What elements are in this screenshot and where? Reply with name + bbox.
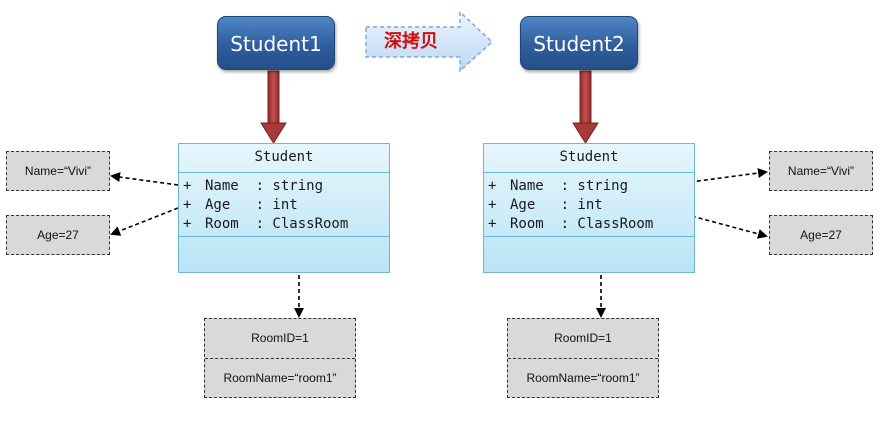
class-title: Student	[179, 144, 389, 173]
left-name-connector	[110, 172, 179, 186]
right-name-connector	[682, 168, 768, 184]
visibility-marker: +	[488, 197, 497, 213]
right-name-value: Name=“Vivi”	[769, 151, 873, 191]
attribute-text: Name : string	[205, 178, 324, 194]
visibility-marker: +	[488, 216, 497, 232]
attribute-row: + Room : ClassRoom	[488, 215, 694, 234]
attribute-row: + Age : int	[488, 196, 694, 215]
copy-arrow-shape	[365, 10, 494, 73]
right-age-value: Age=27	[769, 215, 873, 255]
left-age-connector	[110, 207, 179, 236]
attribute-text: Name : string	[510, 178, 629, 194]
room-name-value: RoomName=“room1”	[223, 371, 337, 385]
room-id-value: RoomID=1	[205, 319, 355, 359]
visibility-marker: +	[183, 197, 192, 213]
attribute-row: + Name : string	[488, 177, 694, 196]
attribute-text: Age : int	[510, 197, 603, 213]
student2-node: Student2	[520, 16, 638, 70]
attribute-row: + Room : ClassRoom	[183, 215, 389, 234]
attribute-row: + Age : int	[183, 196, 389, 215]
attribute-text: Room : ClassRoom	[205, 216, 349, 232]
room-name-value: RoomName=“room1”	[526, 371, 640, 385]
left-classroom-object: RoomID=1 RoomName=“room1”	[204, 318, 356, 398]
student1-node: Student1	[217, 16, 335, 70]
right-classroom-object: RoomID=1 RoomName=“room1”	[507, 318, 659, 398]
right-reference-arrow	[572, 70, 599, 144]
left-name-value: Name=“Vivi”	[6, 151, 110, 191]
deep-copy-label: 深拷贝	[384, 31, 438, 52]
visibility-marker: +	[183, 178, 192, 194]
attribute-row: + Name : string	[183, 177, 389, 196]
visibility-marker: +	[183, 216, 192, 232]
left-student-class: Student + Name : string + Age : int + Room …	[178, 143, 390, 273]
attribute-list: + Name : string + Age : int + Room : ClassR…	[484, 173, 694, 237]
left-reference-arrow	[260, 70, 287, 144]
right-age-connector	[657, 206, 768, 239]
attribute-text: Room : ClassRoom	[510, 216, 654, 232]
attribute-list: + Name : string + Age : int + Room : ClassR…	[179, 173, 389, 237]
class-title: Student	[484, 144, 694, 173]
right-student-class: Student + Name : string + Age : int + Room …	[483, 143, 695, 273]
visibility-marker: +	[488, 178, 497, 194]
room-id-value: RoomID=1	[508, 319, 658, 359]
left-age-value: Age=27	[6, 215, 110, 255]
attribute-text: Age : int	[205, 197, 298, 213]
